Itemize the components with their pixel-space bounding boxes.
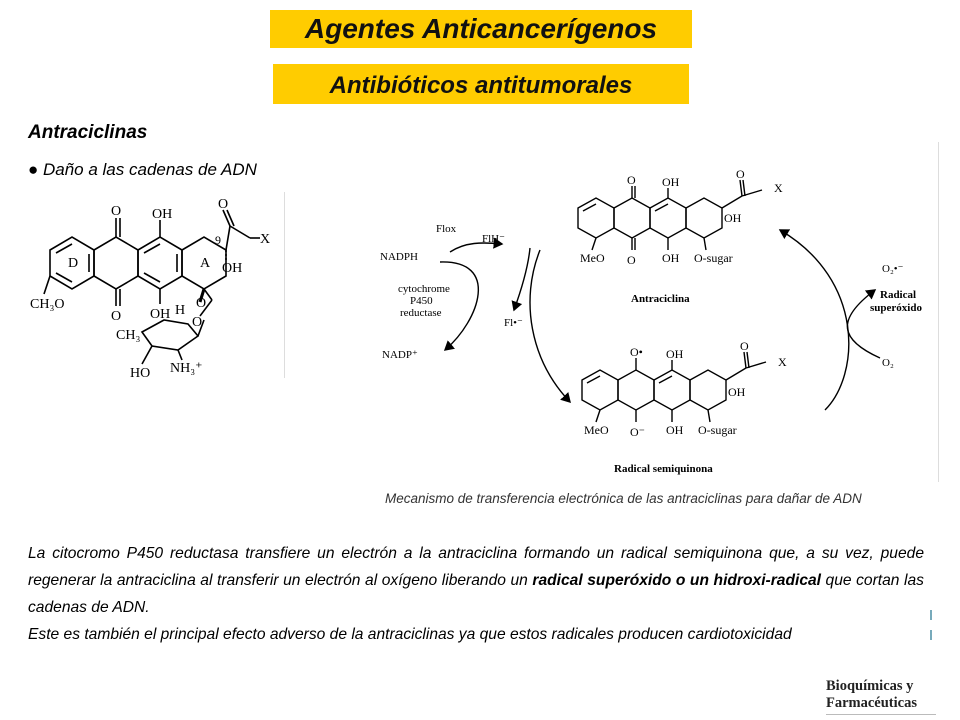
atom-label: O-sugar xyxy=(694,251,733,265)
atom-label: OH xyxy=(150,307,170,322)
atom-label: O xyxy=(627,173,636,187)
decorative-mark xyxy=(930,630,932,640)
atom-label: HO xyxy=(130,366,150,381)
cofactor-label: FlH⁻ xyxy=(482,233,505,245)
ring-a xyxy=(181,236,227,290)
atom-label: O-sugar xyxy=(698,423,737,437)
bond xyxy=(226,209,235,227)
cofactor-label: NADPH xyxy=(380,251,418,263)
oxygen-arrow xyxy=(846,289,881,359)
atom-label: O xyxy=(111,204,121,219)
atom-label: X xyxy=(260,232,270,247)
cofactor-label: NADP⁺ xyxy=(382,349,418,361)
figure-caption: Mecanismo de transferencia electrónica d… xyxy=(385,491,862,506)
paragraph: La citocromo P450 reductasa transfiere u… xyxy=(28,540,924,621)
atom-label: O• xyxy=(630,345,643,359)
atom-label: OH xyxy=(666,423,684,437)
atom-label: O xyxy=(740,339,749,353)
atom-label: CH₃O xyxy=(30,297,64,312)
bond xyxy=(198,288,206,303)
atom-label: O xyxy=(218,197,228,212)
text-run: La citocromo P450 reductasa transfiere u… xyxy=(28,545,924,589)
atom-label: OH xyxy=(666,347,684,361)
bond xyxy=(143,272,161,283)
bond xyxy=(199,299,213,317)
bond xyxy=(143,243,161,254)
semiquinone-bottom xyxy=(581,351,767,423)
atom-label: O xyxy=(196,296,206,311)
atom-label: CH₃ xyxy=(116,328,140,343)
semiquinone-label: Radical semiquinona xyxy=(614,463,713,475)
species-label: O₂•⁻ xyxy=(882,263,904,275)
atom-label: OH xyxy=(724,211,742,225)
bond xyxy=(197,319,205,337)
flox-arrow xyxy=(449,237,504,253)
superoxide-label: Radical xyxy=(880,289,916,301)
atom-label: O xyxy=(111,309,121,324)
bond xyxy=(43,275,51,295)
body-text: La citocromo P450 reductasa transfiere u… xyxy=(28,540,924,648)
superoxide-label: superóxido xyxy=(870,302,922,314)
bond xyxy=(229,225,251,239)
section-heading: Antraciclinas xyxy=(28,122,148,143)
anthracycline-label: Antraciclina xyxy=(631,293,690,305)
logo-text: Bioquímicas y xyxy=(826,678,914,694)
atom-label: H xyxy=(175,303,185,318)
bond xyxy=(177,349,183,361)
publisher-logo: Bioquímicas y Farmacéuticas xyxy=(826,678,936,715)
anthracycline-structure: D A 9 O OH O X OH CH₃O O OH H O CH₃ O HO… xyxy=(30,197,270,381)
page-subtitle: Antibióticos antitumorales xyxy=(273,64,689,104)
logo-rule xyxy=(826,714,936,715)
reduction-arrow xyxy=(529,249,571,404)
anthracycline-top xyxy=(577,179,763,251)
mechanism-diagram: O OH O X OH MeO O OH O-sugar O• OH O X O… xyxy=(380,167,922,475)
atom-label: O xyxy=(627,253,636,267)
bond xyxy=(55,272,73,283)
page-title: Agentes Anticancerígenos xyxy=(270,10,692,48)
paragraph: Este es también el principal efecto adve… xyxy=(28,626,792,643)
species-label: O₂ xyxy=(882,357,894,369)
cofactor-label: Flox xyxy=(436,223,457,235)
ring-b xyxy=(93,236,139,290)
bond xyxy=(222,209,231,227)
bond xyxy=(225,225,231,251)
bond xyxy=(141,345,153,365)
bond xyxy=(203,288,213,301)
bond xyxy=(55,243,73,254)
atom-label: X xyxy=(774,181,783,195)
atom-label: MeO xyxy=(580,251,605,265)
divider xyxy=(938,142,939,482)
atom-label: OH xyxy=(152,207,172,222)
flh-arrow xyxy=(511,247,531,312)
atom-label: O xyxy=(192,315,202,330)
atom-label: MeO xyxy=(584,423,609,437)
ring-label-d: D xyxy=(68,256,78,271)
position-label: 9 xyxy=(215,233,221,247)
atom-label: OH xyxy=(662,251,680,265)
atom-label: O xyxy=(736,167,745,181)
electron-arrow xyxy=(439,261,479,351)
atom-label: OH xyxy=(662,175,680,189)
sugar-ring xyxy=(140,319,200,351)
bullet-item: ● Daño a las cadenas de ADN xyxy=(28,160,257,179)
atom-label: OH xyxy=(222,261,242,276)
atom-label: X xyxy=(778,355,787,369)
oxidation-arrow xyxy=(778,229,850,411)
text-run: que cortan las cadenas de ADN. xyxy=(28,572,924,616)
logo-text: Farmacéuticas xyxy=(826,695,917,711)
decorative-mark xyxy=(930,610,932,620)
cofactor-label: Fl•⁻ xyxy=(504,317,523,329)
atom-label: OH xyxy=(728,385,746,399)
atom-label: O⁻ xyxy=(630,425,645,439)
text-run-bold: radical superóxido o un hidroxi-radical xyxy=(532,572,821,589)
enzyme-label: P450 xyxy=(410,295,433,307)
ring-label-a: A xyxy=(200,256,211,271)
divider xyxy=(284,192,285,378)
enzyme-label: reductase xyxy=(400,307,442,319)
enzyme-label: cytochrome xyxy=(398,283,450,295)
atom-label: NH₃⁺ xyxy=(170,361,203,376)
